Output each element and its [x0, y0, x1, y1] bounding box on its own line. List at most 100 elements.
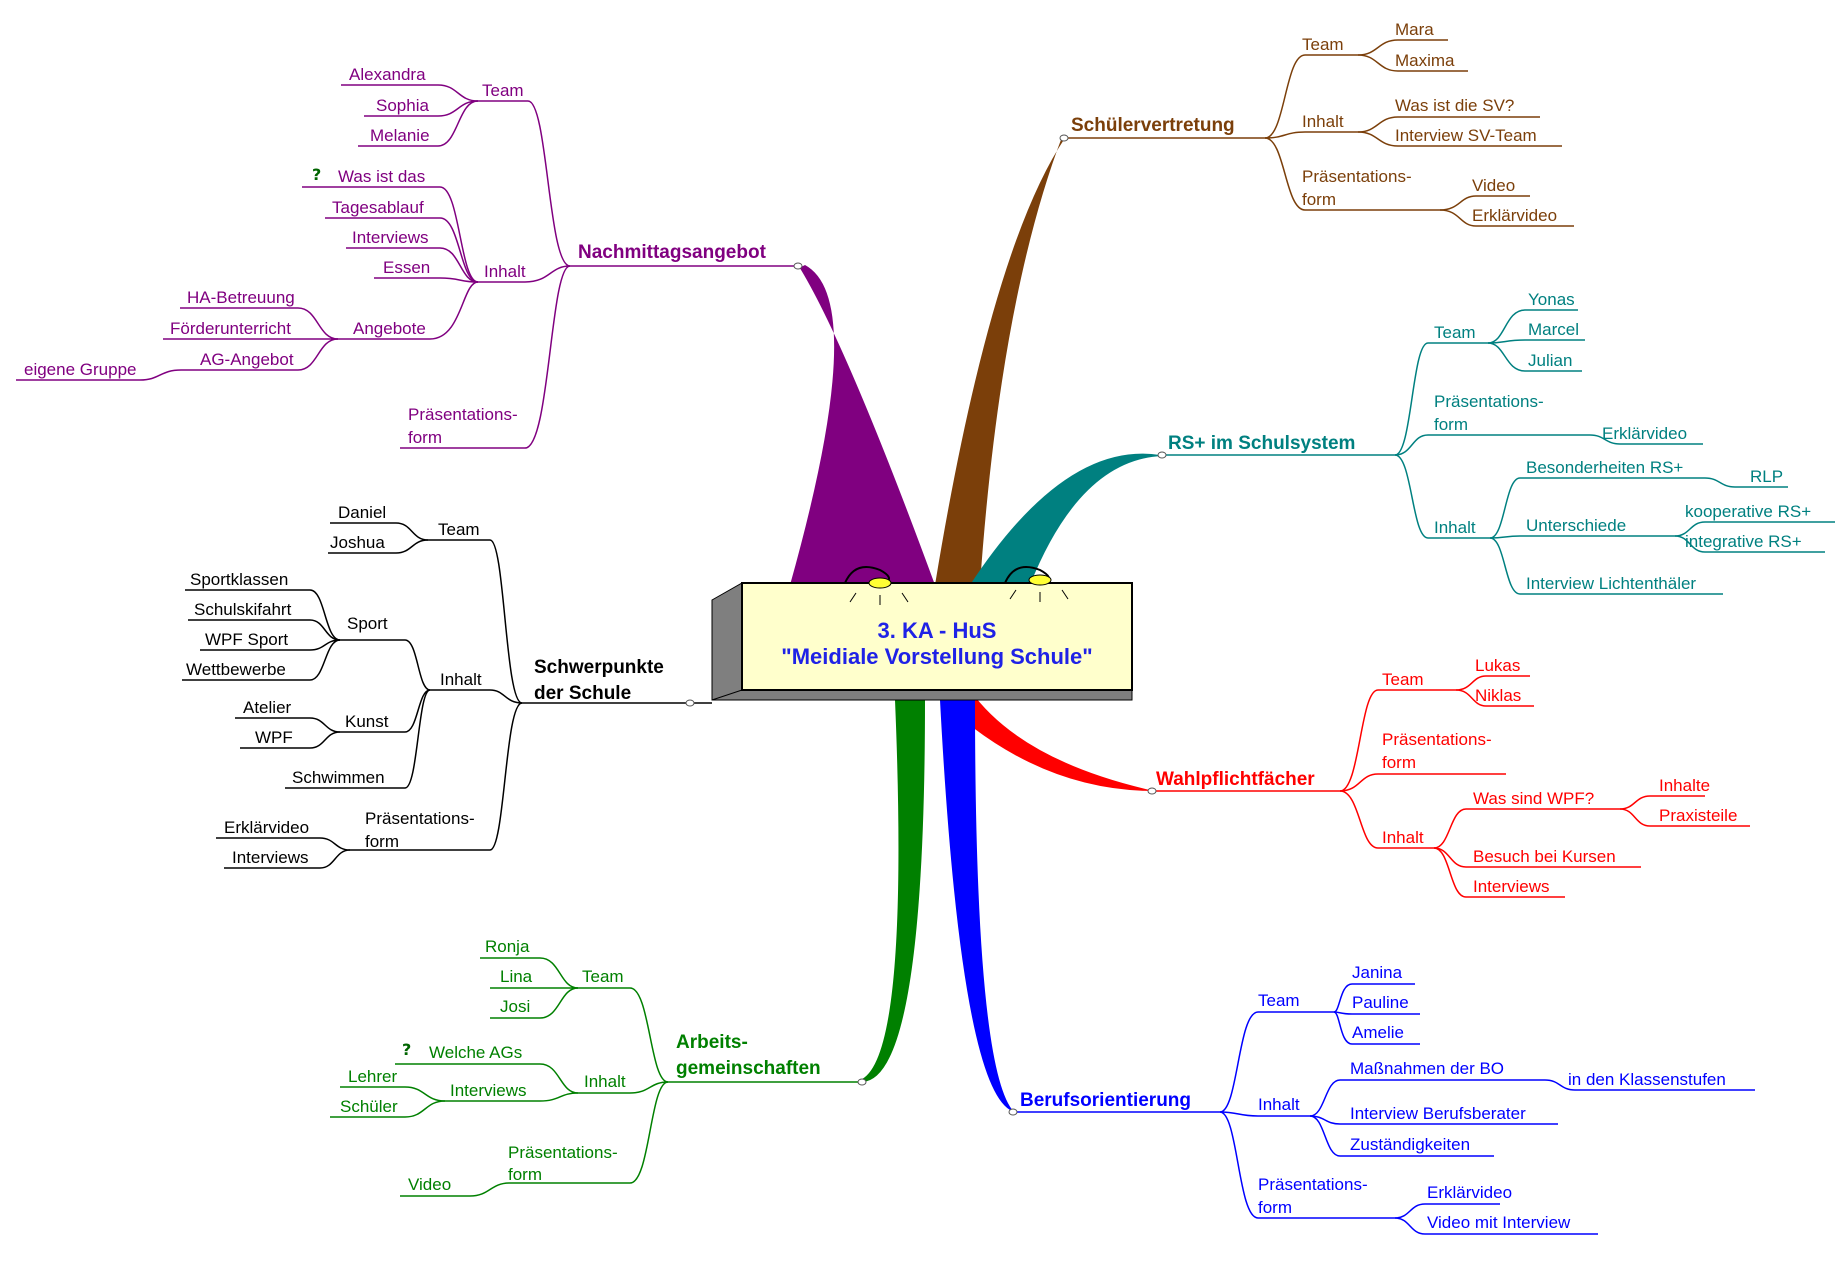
- label-praesentationsform-2[interactable]: form: [508, 1165, 542, 1184]
- label-schueler[interactable]: Schüler: [340, 1097, 398, 1116]
- label-team[interactable]: Team: [438, 520, 480, 539]
- label-besuch-bei-kursen[interactable]: Besuch bei Kursen: [1473, 847, 1616, 866]
- label-praesentationsform-1[interactable]: Präsentations-: [1302, 167, 1412, 186]
- label-janina[interactable]: Janina: [1352, 963, 1403, 982]
- topic-schuelervertretung[interactable]: Schülervertretung: [1071, 115, 1235, 136]
- label-interviews[interactable]: Interviews: [352, 228, 429, 247]
- label-marcel[interactable]: Marcel: [1528, 320, 1579, 339]
- label-video-mit-interview[interactable]: Video mit Interview: [1427, 1213, 1571, 1232]
- label-amelie[interactable]: Amelie: [1352, 1023, 1404, 1042]
- topic-schwerpunkte-1[interactable]: Schwerpunkte: [534, 657, 664, 678]
- label-wpf-sport[interactable]: WPF Sport: [205, 630, 288, 649]
- label-video[interactable]: Video: [1472, 176, 1515, 195]
- label-yonas[interactable]: Yonas: [1528, 290, 1575, 309]
- label-praesentationsform-2[interactable]: form: [1258, 1198, 1292, 1217]
- label-team[interactable]: Team: [582, 967, 624, 986]
- label-alexandra[interactable]: Alexandra: [349, 65, 426, 84]
- label-was-ist-das[interactable]: Was ist das: [338, 167, 425, 186]
- label-klassenstufen[interactable]: in den Klassenstufen: [1568, 1070, 1726, 1089]
- label-praesentationsform-2[interactable]: form: [1434, 415, 1468, 434]
- label-praxisteile[interactable]: Praxisteile: [1659, 806, 1737, 825]
- topic-rs-schulsystem[interactable]: RS+ im Schulsystem: [1168, 433, 1355, 454]
- label-praesentationsform-1[interactable]: Präsentations-: [508, 1143, 618, 1162]
- label-inhalt[interactable]: Inhalt: [1382, 828, 1424, 847]
- label-essen[interactable]: Essen: [383, 258, 430, 277]
- label-inhalt[interactable]: Inhalt: [1258, 1095, 1300, 1114]
- label-erklaervideo[interactable]: Erklärvideo: [224, 818, 309, 837]
- label-schulskifahrt[interactable]: Schulskifahrt: [194, 600, 292, 619]
- label-welche-ags[interactable]: Welche AGs: [429, 1043, 522, 1062]
- label-angebote[interactable]: Angebote: [353, 319, 426, 338]
- topic-berufsorientierung[interactable]: Berufsorientierung: [1020, 1090, 1191, 1111]
- label-team[interactable]: Team: [482, 81, 524, 100]
- label-inhalt[interactable]: Inhalt: [584, 1072, 626, 1091]
- label-team[interactable]: Team: [1434, 323, 1476, 342]
- label-interviews[interactable]: Interviews: [1473, 877, 1550, 896]
- topic-schwerpunkte-2[interactable]: der Schule: [534, 683, 631, 704]
- label-praesentationsform-2[interactable]: form: [408, 428, 442, 447]
- label-ha-betreuung[interactable]: HA-Betreuung: [187, 288, 295, 307]
- label-praesentationsform-2[interactable]: form: [1382, 753, 1416, 772]
- label-lehrer[interactable]: Lehrer: [348, 1067, 397, 1086]
- label-joshua[interactable]: Joshua: [330, 533, 385, 552]
- label-massnahmen[interactable]: Maßnahmen der BO: [1350, 1059, 1504, 1078]
- label-erklaervideo[interactable]: Erklärvideo: [1472, 206, 1557, 225]
- topic-nachmittagsangebot[interactable]: Nachmittagsangebot: [578, 242, 767, 263]
- label-wpf[interactable]: WPF: [255, 728, 293, 747]
- label-julian[interactable]: Julian: [1528, 351, 1572, 370]
- label-rlp[interactable]: RLP: [1750, 467, 1783, 486]
- label-unterschiede[interactable]: Unterschiede: [1526, 516, 1626, 535]
- topic-arbeitsgemeinschaften-1[interactable]: Arbeits-: [676, 1032, 748, 1053]
- label-inhalt[interactable]: Inhalt: [1434, 518, 1476, 537]
- label-praesentationsform-2[interactable]: form: [365, 832, 399, 851]
- label-inhalt[interactable]: Inhalt: [1302, 112, 1344, 131]
- label-inhalte[interactable]: Inhalte: [1659, 776, 1710, 795]
- label-kunst[interactable]: Kunst: [345, 712, 389, 731]
- label-interview-sv-team[interactable]: Interview SV-Team: [1395, 126, 1537, 145]
- center-topic[interactable]: 3. KA - HuS "Meidiale Vorstellung Schule…: [711, 566, 1133, 701]
- label-pauline[interactable]: Pauline: [1352, 993, 1409, 1012]
- label-erklaervideo[interactable]: Erklärvideo: [1602, 424, 1687, 443]
- label-lukas[interactable]: Lukas: [1475, 656, 1520, 675]
- label-lina[interactable]: Lina: [500, 967, 533, 986]
- label-integrative[interactable]: integrative RS+: [1685, 532, 1802, 551]
- label-praesentationsform-2[interactable]: form: [1302, 190, 1336, 209]
- label-video[interactable]: Video: [408, 1175, 451, 1194]
- label-interviews[interactable]: Interviews: [450, 1081, 527, 1100]
- label-josi[interactable]: Josi: [500, 997, 530, 1016]
- label-praesentationsform-1[interactable]: Präsentations-: [1258, 1175, 1368, 1194]
- label-kooperative[interactable]: kooperative RS+: [1685, 502, 1811, 521]
- label-interview-berufsberater[interactable]: Interview Berufsberater: [1350, 1104, 1526, 1123]
- label-inhalt[interactable]: Inhalt: [484, 262, 526, 281]
- label-eigene-gruppe[interactable]: eigene Gruppe: [24, 360, 136, 379]
- label-wettbewerbe[interactable]: Wettbewerbe: [186, 660, 286, 679]
- label-team[interactable]: Team: [1302, 35, 1344, 54]
- label-zustaendigkeiten[interactable]: Zuständigkeiten: [1350, 1135, 1470, 1154]
- label-praesentationsform-1[interactable]: Präsentations-: [1434, 392, 1544, 411]
- label-sophia[interactable]: Sophia: [376, 96, 429, 115]
- label-ag-angebot[interactable]: AG-Angebot: [200, 350, 294, 369]
- label-interviews[interactable]: Interviews: [232, 848, 309, 867]
- label-foerderunterricht[interactable]: Förderunterricht: [170, 319, 291, 338]
- label-daniel[interactable]: Daniel: [338, 503, 386, 522]
- label-sportklassen[interactable]: Sportklassen: [190, 570, 288, 589]
- topic-arbeitsgemeinschaften-2[interactable]: gemeinschaften: [676, 1058, 821, 1079]
- label-schwimmen[interactable]: Schwimmen: [292, 768, 385, 787]
- label-inhalt[interactable]: Inhalt: [440, 670, 482, 689]
- label-ronja[interactable]: Ronja: [485, 937, 530, 956]
- label-maxima[interactable]: Maxima: [1395, 51, 1455, 70]
- label-atelier[interactable]: Atelier: [243, 698, 292, 717]
- label-sport[interactable]: Sport: [347, 614, 388, 633]
- label-tagesablauf[interactable]: Tagesablauf: [332, 198, 424, 217]
- label-interview-lichtenthaeler[interactable]: Interview Lichtenthäler: [1526, 574, 1696, 593]
- label-was-ist-die-sv[interactable]: Was ist die SV?: [1395, 96, 1514, 115]
- label-praesentationsform-1[interactable]: Präsentations-: [408, 405, 518, 424]
- label-mara[interactable]: Mara: [1395, 20, 1434, 39]
- label-team[interactable]: Team: [1382, 670, 1424, 689]
- label-team[interactable]: Team: [1258, 991, 1300, 1010]
- label-besonderheiten[interactable]: Besonderheiten RS+: [1526, 458, 1683, 477]
- label-erklaervideo[interactable]: Erklärvideo: [1427, 1183, 1512, 1202]
- topic-wahlpflichtfaecher[interactable]: Wahlpflichtfächer: [1156, 769, 1315, 790]
- label-praesentationsform-1[interactable]: Präsentations-: [1382, 730, 1492, 749]
- label-was-sind-wpf[interactable]: Was sind WPF?: [1473, 789, 1594, 808]
